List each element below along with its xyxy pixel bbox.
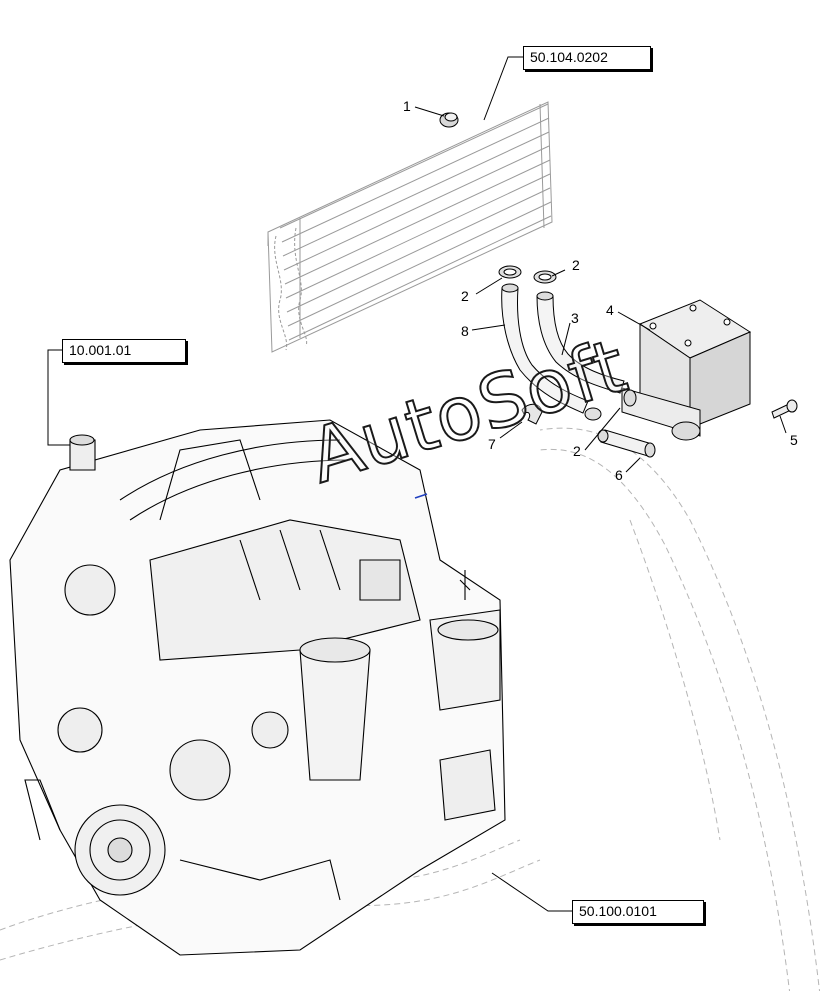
callout-2-left: 2: [461, 288, 469, 304]
engine-assembly: [9, 419, 506, 956]
callout-2-lower: 2: [573, 443, 581, 459]
reference-box-bottom[interactable]: 50.100.0101: [572, 900, 704, 924]
callout-7: 7: [488, 436, 496, 452]
callout-8: 8: [461, 323, 469, 339]
reference-box-top[interactable]: 50.104.0202: [523, 46, 651, 70]
accent-mark: [414, 493, 428, 499]
leader-lines: [47, 56, 787, 912]
callout-1: 1: [403, 98, 411, 114]
callout-3: 3: [571, 310, 579, 326]
part-4-housing: [621, 299, 752, 441]
part-7-bracket: [521, 403, 543, 425]
part-3-hose: [536, 291, 625, 394]
radiator: [267, 101, 553, 353]
callout-6: 6: [615, 467, 623, 483]
part-8-hose: [501, 283, 589, 414]
callout-4: 4: [606, 302, 614, 318]
reference-box-engine[interactable]: 10.001.01: [62, 339, 186, 363]
callout-2-right: 2: [572, 257, 580, 273]
part-6-pipe: [597, 429, 656, 458]
part-1-cap: [439, 112, 459, 128]
callout-5: 5: [790, 432, 798, 448]
part-5-bolt: [771, 399, 798, 419]
